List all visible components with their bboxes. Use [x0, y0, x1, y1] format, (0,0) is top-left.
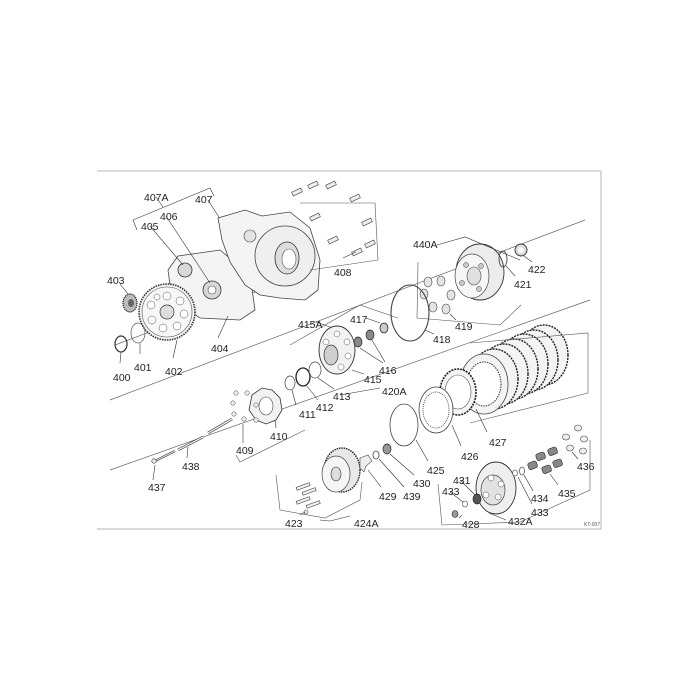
push-rod-438	[177, 417, 233, 452]
ring-412	[295, 367, 311, 387]
pressure-plate-432A	[475, 461, 517, 515]
part-label-415A: 415A	[298, 319, 323, 331]
part-label-430: 430	[413, 478, 431, 490]
ring-434	[519, 466, 525, 476]
part-label-405: 405	[141, 221, 159, 233]
gear-402	[138, 283, 196, 341]
part-label-433-left: 433	[442, 486, 460, 498]
part-label-408: 408	[334, 267, 352, 279]
part-label-424A: 424A	[354, 518, 379, 530]
part-label-403: 403	[107, 275, 125, 287]
seal-405	[177, 262, 193, 278]
dampers-419	[419, 275, 456, 315]
part-label-419: 419	[455, 321, 473, 333]
part-label-428: 428	[462, 519, 480, 531]
drawing-code: KT-007	[584, 522, 601, 528]
part-label-406: 406	[160, 211, 178, 223]
plate-425	[389, 403, 419, 447]
part-label-431: 431	[453, 475, 471, 487]
part-label-409: 409	[236, 445, 254, 457]
clutch-hub-424A	[321, 447, 361, 493]
part-label-407: 407	[195, 194, 213, 206]
o-ring-418	[390, 284, 430, 342]
bearing-431	[472, 493, 482, 505]
part-label-413: 413	[333, 391, 351, 403]
part-label-425: 425	[427, 465, 445, 477]
part-label-434: 434	[531, 493, 549, 505]
nut-428	[451, 510, 459, 518]
clutch-basket-440A	[454, 243, 505, 301]
nut-430	[382, 443, 392, 455]
part-label-433-right: 433	[531, 507, 549, 519]
washer-401	[130, 322, 146, 344]
part-label-421: 421	[514, 279, 532, 291]
ring-411	[284, 375, 296, 391]
bracket-407A	[132, 187, 215, 231]
bearing-416b	[365, 329, 375, 341]
part-label-407A: 407A	[144, 192, 169, 204]
part-label-432A: 432A	[508, 516, 533, 528]
part-label-418: 418	[433, 334, 451, 346]
bolts-423	[295, 482, 321, 515]
gear-403	[122, 293, 138, 313]
part-label-410: 410	[270, 431, 288, 443]
part-label-422: 422	[528, 264, 546, 276]
part-label-440A: 440A	[413, 239, 438, 251]
part-label-429: 429	[379, 491, 397, 503]
washer-433a	[462, 500, 468, 508]
part-label-436: 436	[577, 461, 595, 473]
springs-435	[527, 446, 563, 474]
plate-410	[248, 387, 283, 425]
washer-439	[372, 450, 380, 460]
ring-413	[308, 361, 322, 379]
part-label-438: 438	[182, 461, 200, 473]
washer-433b	[512, 469, 518, 477]
steel-plate-426	[418, 386, 454, 434]
part-label-416: 416	[379, 365, 397, 377]
part-label-412: 412	[316, 402, 334, 414]
bolts-409	[230, 390, 259, 423]
part-label-401: 401	[134, 362, 152, 374]
part-label-404: 404	[211, 343, 229, 355]
bolts-436	[562, 424, 588, 455]
part-label-420A: 420A	[382, 386, 407, 398]
bolts-408	[291, 180, 376, 257]
washer-421	[498, 250, 508, 268]
clutch-plates-stack	[459, 324, 569, 415]
pressure-plate-415	[318, 325, 356, 375]
lock-washer-429	[359, 454, 373, 473]
part-label-415: 415	[364, 374, 382, 386]
part-label-437: 437	[148, 482, 166, 494]
part-label-423: 423	[285, 518, 303, 530]
part-label-427: 427	[489, 437, 507, 449]
bearing-416a	[353, 336, 363, 348]
part-label-411: 411	[299, 409, 316, 421]
part-label-417: 417	[350, 314, 368, 326]
part-label-439: 439	[403, 491, 421, 503]
part-label-435: 435	[558, 488, 576, 500]
part-label-426: 426	[461, 451, 479, 463]
rod-437	[151, 450, 176, 464]
part-label-400: 400	[113, 372, 131, 384]
seal-417	[379, 322, 389, 334]
clutch-cover-407	[217, 209, 321, 301]
drawing-frame	[97, 170, 602, 530]
part-label-402: 402	[165, 366, 183, 378]
